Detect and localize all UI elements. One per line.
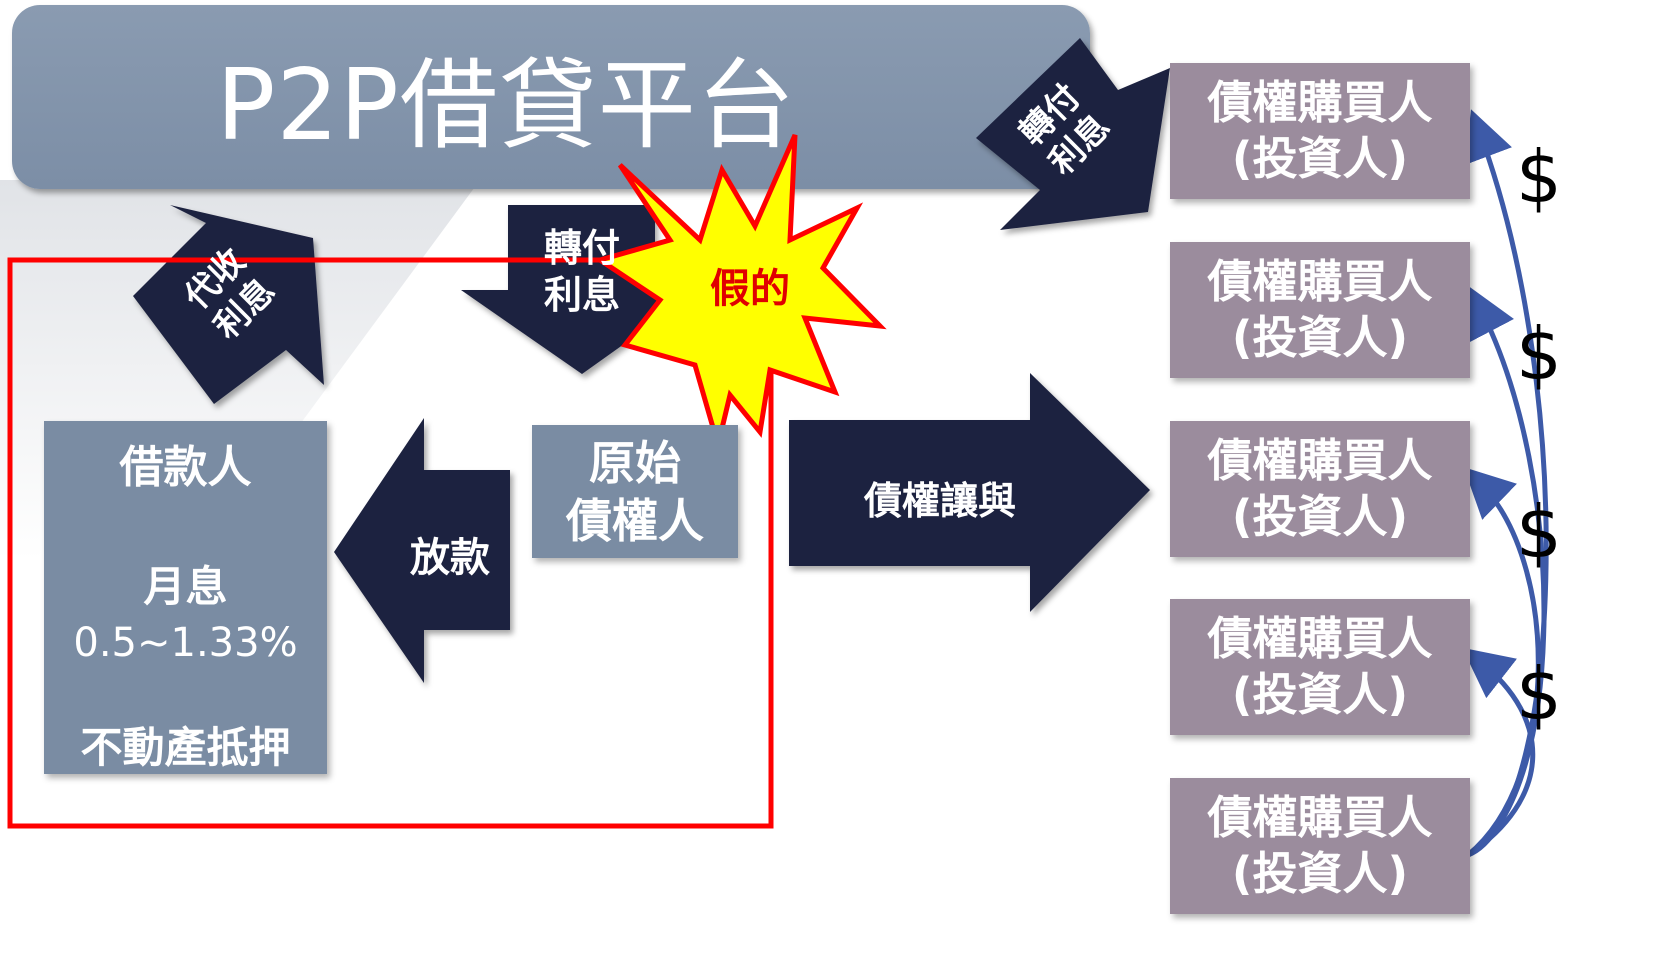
investor-subtitle: (投資人): [1231, 311, 1409, 364]
investor-subtitle: (投資人): [1231, 847, 1409, 900]
investor-subtitle: (投資人): [1231, 490, 1409, 543]
assignment-arrow: [789, 373, 1150, 612]
dollar-sign: $: [1516, 490, 1562, 574]
borrower-rate-label: 月息: [143, 562, 228, 611]
original-creditor-box: 原始 債權人: [532, 425, 738, 558]
money-flow-curves: [1462, 109, 1549, 858]
borrower-collateral: 不動產抵押: [80, 723, 291, 772]
fake-label: 假的: [710, 266, 790, 312]
platform-banner: P2P借貸平台: [12, 5, 1090, 189]
investor-subtitle: (投資人): [1231, 132, 1409, 185]
original-creditor-line2: 債權人: [566, 493, 704, 548]
transfer-interest-down-label: 轉付 利息: [512, 225, 652, 319]
investor-title: 債權購買人: [1207, 255, 1433, 308]
loan-label: 放款: [410, 535, 490, 581]
investor-title: 債權購買人: [1207, 76, 1433, 129]
dollar-sign: $: [1516, 652, 1562, 736]
transfer-interest-right-arrow: [976, 38, 1170, 230]
red-boundary-box: [7, 257, 774, 829]
investor-title: 債權購買人: [1207, 434, 1433, 487]
borrower-title: 借款人: [119, 442, 252, 493]
borrower-rate-value: 0.5~1.33%: [73, 620, 298, 666]
investor-subtitle: (投資人): [1231, 668, 1409, 721]
borrower-box: 借款人 月息 0.5~1.33% 不動產抵押: [44, 421, 327, 774]
investor-title: 債權購買人: [1207, 612, 1433, 665]
dollar-sign: $: [1516, 135, 1562, 219]
dollar-sign: $: [1516, 312, 1562, 396]
fake-starburst: [594, 133, 887, 455]
transfer-interest-down-line2: 利息: [543, 273, 620, 317]
investor-box: 債權購買人 (投資人): [1170, 599, 1470, 735]
investor-box: 債權購買人 (投資人): [1170, 63, 1470, 199]
collect-interest-arrow: [133, 205, 324, 404]
platform-title: P2P借貸平台: [216, 49, 796, 163]
investor-box: 債權購買人 (投資人): [1170, 242, 1470, 378]
assignment-label: 債權讓與: [863, 479, 1016, 523]
transfer-interest-down-line1: 轉付: [543, 226, 620, 270]
investor-box: 債權購買人 (投資人): [1170, 421, 1470, 557]
investor-box: 債權購買人 (投資人): [1170, 778, 1470, 914]
investor-title: 債權購買人: [1207, 791, 1433, 844]
original-creditor-line1: 原始: [589, 435, 681, 490]
loan-arrow: [334, 418, 510, 683]
